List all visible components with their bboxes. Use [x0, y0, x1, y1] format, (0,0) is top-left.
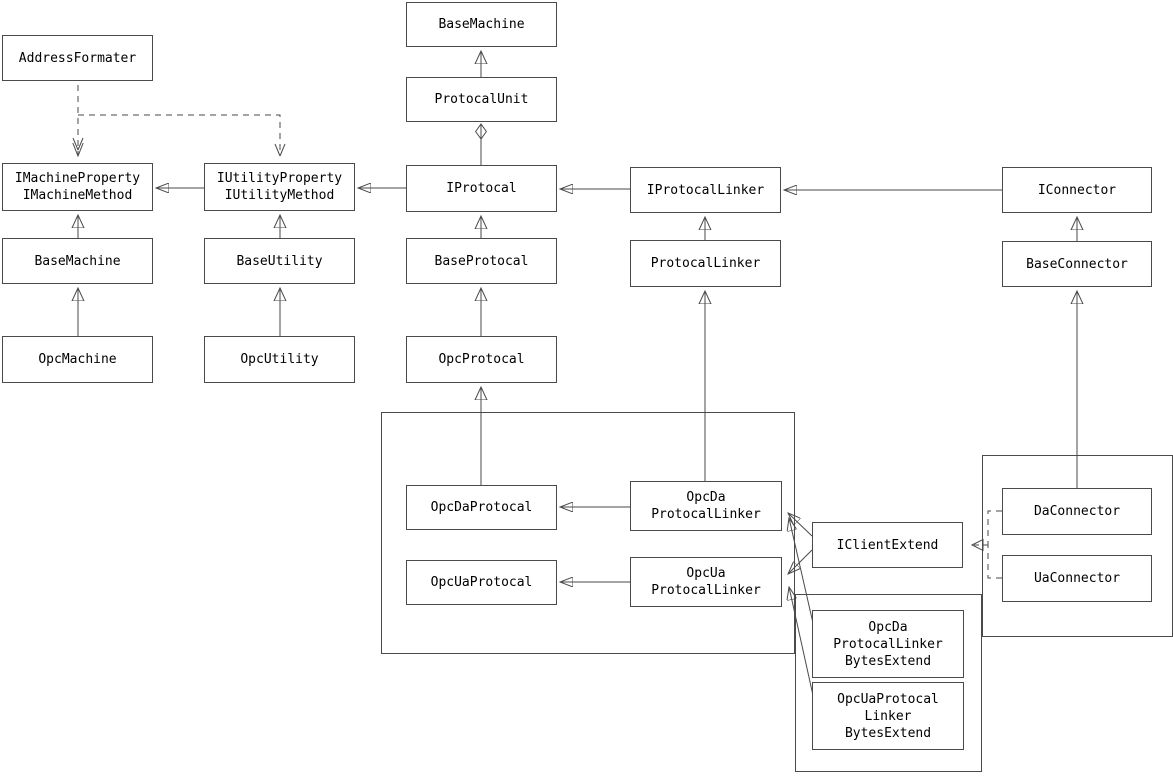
class-node-opcua-protocal-linker[interactable]: OpcUa ProtocalLinker	[630, 557, 782, 607]
class-node-iprotocal[interactable]: IProtocal	[406, 165, 557, 212]
class-node-base-machine-left[interactable]: BaseMachine	[2, 238, 153, 284]
class-node-opc-utility[interactable]: OpcUtility	[204, 336, 355, 383]
class-node-da-connector[interactable]: DaConnector	[1002, 488, 1152, 535]
class-node-iconnector[interactable]: IConnector	[1002, 167, 1152, 213]
class-node-base-machine-top[interactable]: BaseMachine	[406, 2, 557, 47]
class-node-protocal-unit[interactable]: ProtocalUnit	[406, 77, 557, 122]
edge-iclientextend-to-opcdalinker	[788, 513, 813, 537]
edge-addressformater-to-imachineproperty	[73, 74, 83, 156]
edge-iclientextend-to-opcualinker	[788, 549, 813, 574]
class-node-iclient-extend[interactable]: IClientExtend	[812, 522, 963, 568]
class-node-opc-machine[interactable]: OpcMachine	[2, 336, 153, 383]
edge-addressformater-to-iutilityproperty	[78, 114, 286, 157]
class-node-ua-connector[interactable]: UaConnector	[1002, 555, 1152, 602]
class-node-base-protocal[interactable]: BaseProtocal	[406, 238, 557, 284]
class-node-opcda-protocal-linker-bytes-extend[interactable]: OpcDa ProtocalLinker BytesExtend	[812, 610, 964, 678]
class-node-address-formater[interactable]: AddressFormater	[2, 35, 153, 81]
class-node-protocal-linker[interactable]: ProtocalLinker	[630, 240, 781, 287]
class-node-opc-protocal[interactable]: OpcProtocal	[406, 336, 557, 383]
edge-connectors-to-iclientextend	[970, 510, 1002, 579]
class-node-base-utility[interactable]: BaseUtility	[204, 238, 355, 284]
class-node-opcua-protocal[interactable]: OpcUaProtocal	[406, 560, 557, 605]
class-node-opcda-protocal[interactable]: OpcDaProtocal	[406, 485, 557, 530]
class-node-imachine-property[interactable]: IMachineProperty IMachineMethod	[2, 163, 153, 211]
class-node-iprotocal-linker[interactable]: IProtocalLinker	[630, 167, 781, 213]
group-protocal-impl	[381, 412, 795, 654]
class-node-opcua-protocal-linker-bytes-extend[interactable]: OpcUaProtocal Linker BytesExtend	[812, 682, 964, 750]
class-node-base-connector[interactable]: BaseConnector	[1002, 241, 1152, 287]
class-node-opcda-protocal-linker[interactable]: OpcDa ProtocalLinker	[630, 481, 782, 531]
class-node-iutility-property[interactable]: IUtilityProperty IUtilityMethod	[204, 163, 355, 211]
group-bytes-extend	[795, 594, 982, 772]
